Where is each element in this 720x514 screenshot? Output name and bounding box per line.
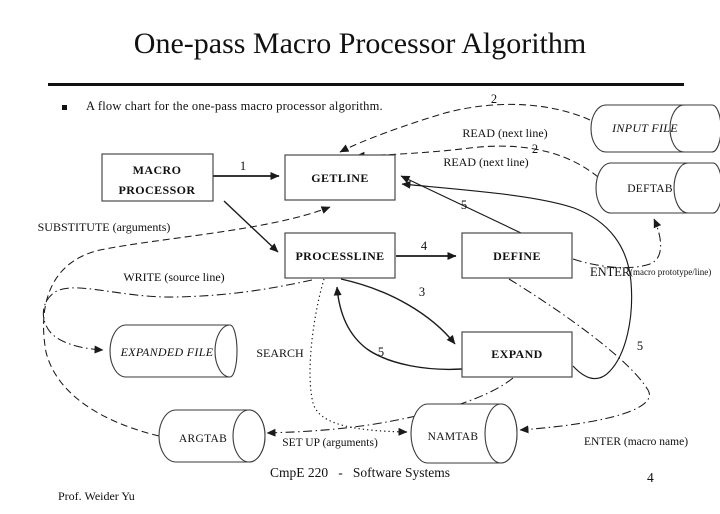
store-argtab: ARGTAB bbox=[158, 409, 266, 463]
node-processline: PROCESSLINE bbox=[284, 232, 396, 279]
title-underline bbox=[48, 83, 684, 86]
store-deftab-label: DEFTAB bbox=[627, 183, 673, 195]
callout-5-expand-getline: 5 bbox=[637, 339, 643, 353]
node-macro-processor-label-line1: MACRO bbox=[133, 163, 182, 177]
edge-processline-to-expandedfile-write bbox=[42, 279, 313, 354]
node-getline: GETLINE bbox=[284, 154, 396, 201]
label-substitute: SUBSTITUTE (arguments) bbox=[38, 220, 171, 234]
bullet-text: A flow chart for the one-pass macro proc… bbox=[86, 99, 383, 113]
slide-title: One-pass Macro Processor Algorithm bbox=[133, 27, 587, 60]
node-expand-label: EXPAND bbox=[491, 347, 543, 361]
store-input-file-label: INPUT FILE bbox=[611, 121, 678, 135]
store-expanded-file-label: EXPANDED FILE bbox=[120, 345, 214, 359]
edge-define-to-deftab-enter bbox=[572, 218, 662, 269]
callout-3: 3 bbox=[419, 285, 425, 299]
author-credit: Prof. Weider Yu bbox=[58, 489, 135, 503]
node-processline-label: PROCESSLINE bbox=[295, 249, 384, 263]
callout-4: 4 bbox=[421, 239, 428, 253]
edge-expand-to-argtab-setup bbox=[266, 377, 514, 437]
node-expand: EXPAND bbox=[461, 331, 573, 378]
node-macro-processor: MACRO PROCESSOR bbox=[101, 153, 214, 202]
edge-expand-to-getline bbox=[401, 180, 633, 380]
callout-5-expand-loop: 5 bbox=[378, 345, 384, 359]
edge-processline-to-namtab-search bbox=[309, 278, 408, 436]
store-input-file: INPUT FILE bbox=[590, 104, 720, 153]
label-enter-prototype-word: ENTER bbox=[590, 265, 631, 279]
label-read-deftab: READ (next line) bbox=[443, 155, 528, 169]
node-macro-processor-label-line2: PROCESSOR bbox=[119, 183, 196, 197]
store-argtab-label: ARGTAB bbox=[179, 433, 227, 445]
bullet-square-icon bbox=[62, 105, 67, 110]
footer-course: CmpE 220 - Software Systems bbox=[270, 465, 450, 480]
edge-deftab-to-getline bbox=[355, 145, 599, 178]
label-set-up: SET UP (arguments) bbox=[282, 437, 378, 449]
store-deftab: DEFTAB bbox=[595, 162, 720, 214]
label-enter-name: ENTER (macro name) bbox=[584, 436, 688, 448]
node-define-label: DEFINE bbox=[493, 249, 541, 263]
node-define: DEFINE bbox=[461, 232, 573, 279]
edge-expand-to-processline bbox=[333, 286, 463, 371]
edge-macroprocessor-to-processline bbox=[223, 200, 279, 253]
callout-1: 1 bbox=[240, 159, 246, 173]
label-enter-prototype-detail: (macro prototype/line) bbox=[630, 267, 711, 277]
node-getline-label: GETLINE bbox=[311, 171, 369, 185]
label-search: SEARCH bbox=[256, 346, 304, 360]
edge-define-to-namtab-enter bbox=[508, 278, 650, 434]
edge-processline-to-expand bbox=[340, 278, 456, 345]
store-namtab: NAMTAB bbox=[410, 403, 518, 464]
edge-inputfile-to-getline bbox=[339, 103, 591, 153]
callout-5-define: 5 bbox=[461, 198, 467, 212]
label-write: WRITE (source line) bbox=[123, 270, 224, 284]
page-number: 4 bbox=[647, 470, 654, 485]
label-read-input: READ (next line) bbox=[462, 126, 547, 140]
callout-2-input: 2 bbox=[491, 92, 497, 106]
store-expanded-file: EXPANDED FILE bbox=[109, 324, 238, 378]
store-namtab-label: NAMTAB bbox=[428, 431, 479, 443]
edge-argtab-to-getline-substitute bbox=[43, 206, 331, 437]
callout-2-deftab: 2 bbox=[532, 142, 538, 156]
